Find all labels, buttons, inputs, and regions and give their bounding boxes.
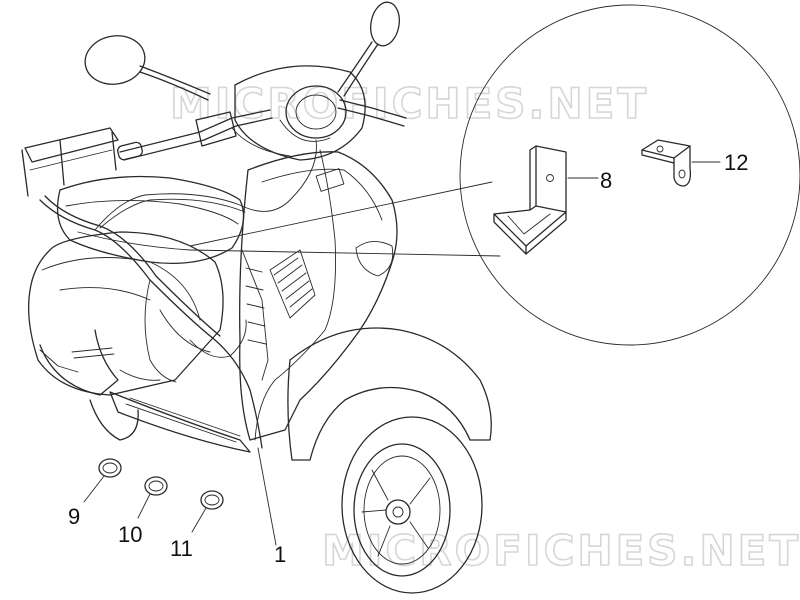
floorboard (109, 309, 251, 453)
leader-10 (137, 493, 151, 519)
watermark-top: MICROFICHES.NET (170, 79, 649, 128)
grommet-part-11 (200, 490, 224, 510)
bracket-part-12 (641, 139, 692, 187)
detail-circle (459, 4, 800, 346)
right-mirror (337, 1, 400, 97)
leader-9 (83, 475, 105, 503)
callout-1: 1 (274, 542, 286, 567)
leader-11 (191, 507, 207, 533)
zoom-line-top (189, 181, 493, 247)
wiring-harness (39, 139, 337, 449)
rear-body (28, 231, 224, 441)
zoom-line-bottom (189, 249, 501, 257)
front-wheel (341, 416, 483, 594)
grommets (83, 458, 224, 533)
bracket-part-8 (493, 145, 567, 255)
zoom-callout (189, 4, 800, 346)
seat (56, 175, 245, 265)
callout-10: 10 (118, 522, 142, 547)
front-fender (287, 327, 492, 461)
callout-12: 12 (724, 150, 748, 175)
grommet-part-9 (98, 458, 122, 478)
left-mirror (84, 35, 211, 101)
callout-8: 8 (600, 168, 612, 193)
rear-rack (21, 127, 119, 197)
watermark-bottom: MICROFICHES.NET (322, 526, 800, 575)
callout-9: 9 (68, 504, 80, 529)
leader-1 (257, 447, 277, 546)
handlebar (117, 65, 407, 161)
scooter-illustration (21, 1, 492, 594)
grommet-part-10 (144, 476, 168, 496)
callout-11: 11 (170, 536, 193, 561)
front-shield (239, 151, 398, 441)
